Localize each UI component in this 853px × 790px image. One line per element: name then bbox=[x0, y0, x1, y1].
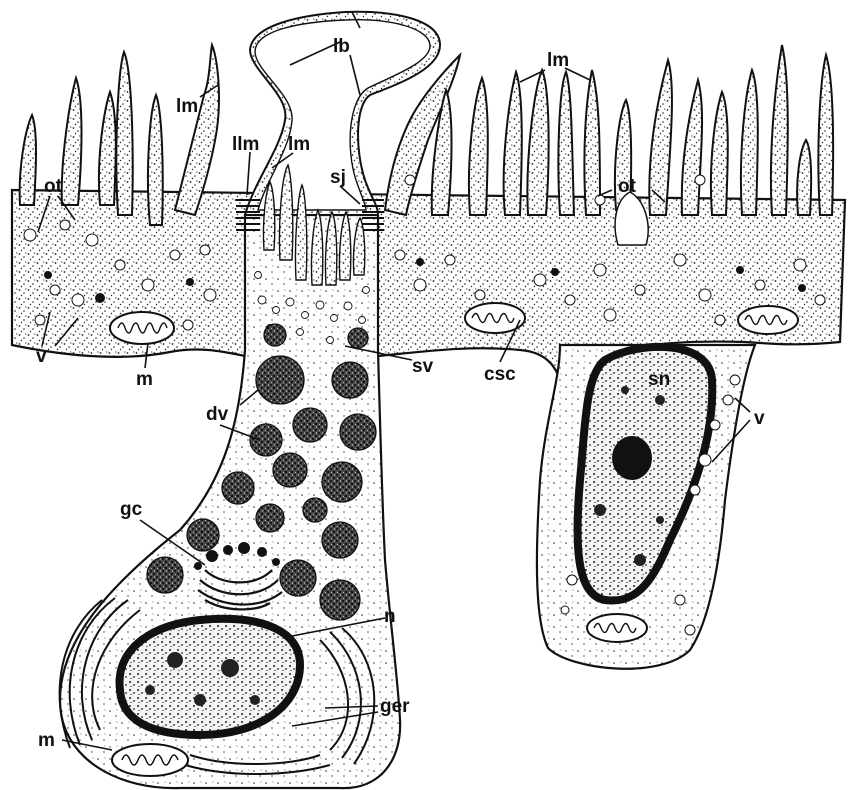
label-lm-left: lm bbox=[176, 96, 198, 117]
label-m-bottom: m bbox=[38, 730, 55, 751]
label-v-left: v bbox=[36, 346, 47, 367]
label-lm-right: lm bbox=[547, 50, 569, 71]
label-sj: sj bbox=[330, 167, 346, 188]
label-llm: llm bbox=[232, 134, 259, 155]
label-csc: csc bbox=[484, 364, 516, 385]
supporting-cell bbox=[537, 345, 755, 669]
nucleus bbox=[120, 619, 300, 735]
label-sn: sn bbox=[648, 369, 670, 390]
label-ot-right: ot bbox=[618, 176, 637, 197]
label-dv: dv bbox=[206, 404, 229, 425]
label-lm-center: lm bbox=[288, 134, 310, 155]
label-lb: lb bbox=[333, 36, 350, 57]
label-sv: sv bbox=[412, 356, 434, 377]
label-m-top: m bbox=[136, 369, 153, 390]
label-v-right: v bbox=[754, 408, 765, 429]
label-n: n bbox=[384, 606, 396, 627]
label-ger: ger bbox=[380, 696, 410, 717]
mitochondrion-bottom bbox=[112, 744, 188, 776]
label-gc: gc bbox=[120, 499, 143, 520]
label-ot-left: ot bbox=[44, 176, 63, 197]
